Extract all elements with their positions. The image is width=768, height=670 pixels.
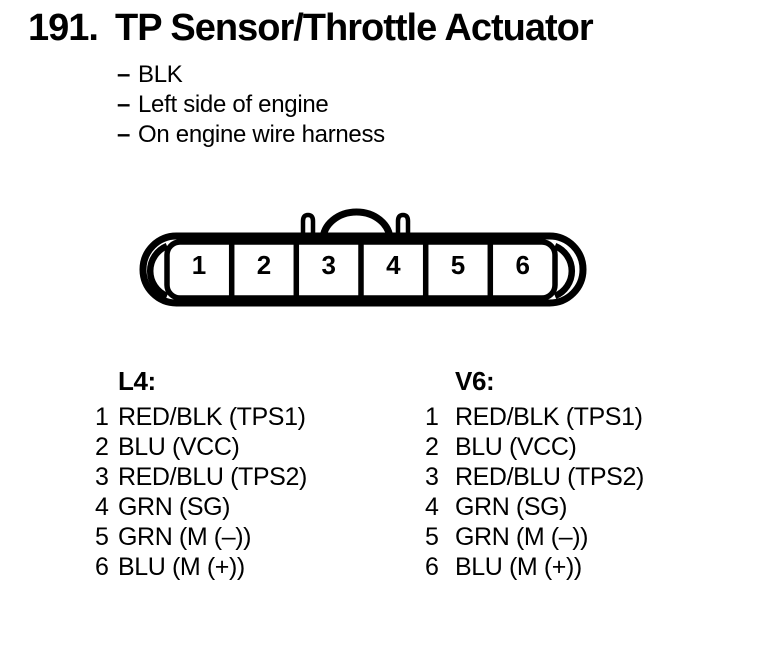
- connector-end-left: [147, 242, 169, 300]
- pinout-row: 5 GRN (M (–)): [95, 522, 307, 552]
- pin-number: 4: [386, 250, 401, 280]
- wire-label: RED/BLK (TPS1): [118, 403, 306, 431]
- wire-label: GRN (M (–)): [118, 523, 252, 551]
- wire-label: BLU (VCC): [455, 433, 577, 461]
- wire-label: BLU (M (+)): [455, 553, 582, 581]
- wire-label: GRN (SG): [118, 493, 231, 521]
- connector-latch-arch: [319, 208, 394, 241]
- connector-diagram: 1 2 3 4 5 6: [139, 208, 587, 307]
- pinout-row: 1 RED/BLK (TPS1): [425, 402, 644, 432]
- pinout-row: 5 GRN (M (–)): [425, 522, 644, 552]
- pinout-column-header: V6:: [455, 366, 495, 396]
- wire-label: RED/BLU (TPS2): [455, 463, 644, 491]
- pin-number-label: 3: [95, 463, 109, 491]
- wire-label: BLU (M (+)): [118, 553, 245, 581]
- pinout-rows: 1 RED/BLK (TPS1) 2 BLU (VCC) 3 RED/BLU (…: [425, 402, 644, 582]
- pin-number-label: 6: [95, 553, 109, 581]
- notes-list: – BLK – Left side of engine – On engine …: [117, 60, 385, 150]
- pinout-column-v6: V6: 1 RED/BLK (TPS1) 2 BLU (VCC) 3 RED/B…: [425, 366, 644, 582]
- pin-number-label: 2: [95, 433, 109, 461]
- dash-bullet: –: [117, 91, 131, 118]
- wire-label: RED/BLU (TPS2): [118, 463, 307, 491]
- pin-number-label: 6: [425, 553, 439, 581]
- connector-end-right: [553, 242, 575, 300]
- note-text: BLK: [138, 61, 183, 88]
- wire-label: GRN (SG): [455, 493, 568, 521]
- pinout-row: 4 GRN (SG): [425, 492, 644, 522]
- pin-number: 1: [192, 250, 206, 280]
- figure-title: TP Sensor/Throttle Actuator: [115, 7, 594, 49]
- pinout-column-header: L4:: [118, 366, 156, 396]
- pin-number: 5: [451, 250, 465, 280]
- note-text: Left side of engine: [138, 91, 329, 118]
- pinout-rows: 1 RED/BLK (TPS1) 2 BLU (VCC) 3 RED/BLU (…: [95, 402, 307, 582]
- pinout-row: 6 BLU (M (+)): [95, 552, 307, 582]
- wire-label: BLU (VCC): [118, 433, 240, 461]
- pinout-row: 2 BLU (VCC): [95, 432, 307, 462]
- pin-number-label: 4: [95, 493, 109, 521]
- pin-number-label: 2: [425, 433, 439, 461]
- pin-number-label: 5: [425, 523, 439, 551]
- pin-number-label: 1: [95, 403, 109, 431]
- note-item: – On engine wire harness: [117, 120, 385, 150]
- note-item: – BLK: [117, 60, 385, 90]
- pinout-row: 1 RED/BLK (TPS1): [95, 402, 307, 432]
- wire-label: GRN (M (–)): [455, 523, 589, 551]
- dash-bullet: –: [117, 61, 131, 88]
- pin-number-label: 1: [425, 403, 439, 431]
- pinout-row: 3 RED/BLU (TPS2): [95, 462, 307, 492]
- pinout-row: 3 RED/BLU (TPS2): [425, 462, 644, 492]
- pinout-column-l4: L4: 1 RED/BLK (TPS1) 2 BLU (VCC) 3 RED/B…: [95, 366, 307, 582]
- pin-number-label: 3: [425, 463, 439, 491]
- pin-number-label: 4: [425, 493, 439, 521]
- pin-number: 6: [515, 250, 529, 280]
- pinout-row: 2 BLU (VCC): [425, 432, 644, 462]
- pinout-row: 6 BLU (M (+)): [425, 552, 644, 582]
- note-item: – Left side of engine: [117, 90, 385, 120]
- dash-bullet: –: [117, 121, 131, 148]
- pin-number: 2: [257, 250, 271, 280]
- figure-number: 191.: [28, 7, 99, 49]
- pin-number-label: 5: [95, 523, 109, 551]
- pinout-row: 4 GRN (SG): [95, 492, 307, 522]
- wire-label: RED/BLK (TPS1): [455, 403, 643, 431]
- note-text: On engine wire harness: [138, 121, 385, 148]
- pin-number: 3: [321, 250, 335, 280]
- page-title: 191. TP Sensor/Throttle Actuator: [28, 7, 594, 49]
